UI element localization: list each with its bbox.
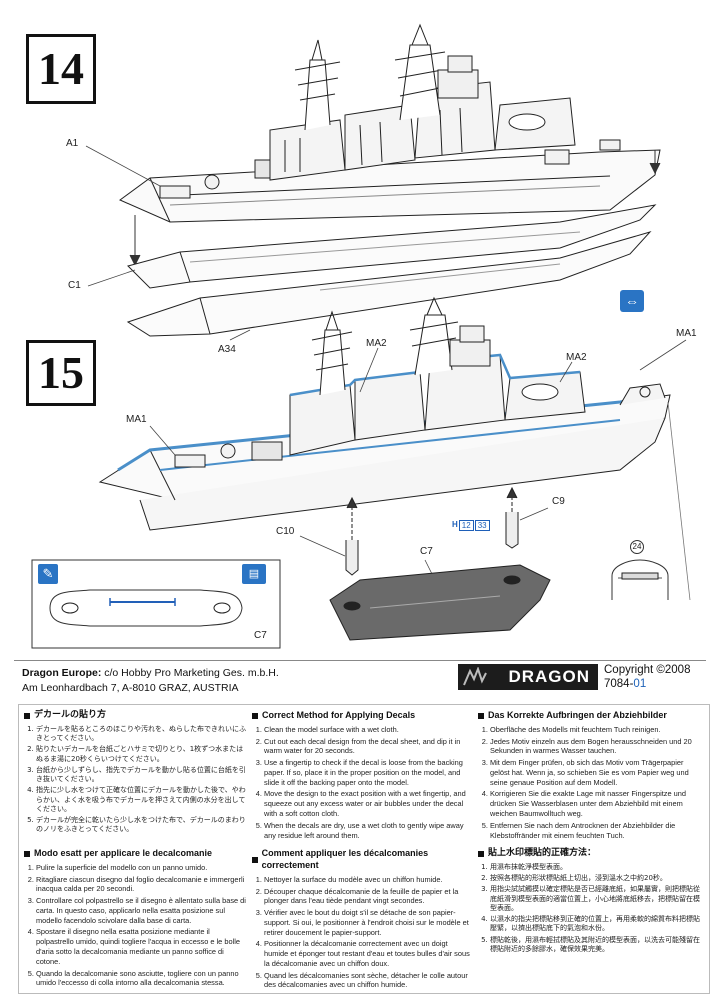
callout-ma1-left: MA1: [126, 414, 147, 425]
decal-sheet-icon: ▤: [242, 564, 266, 584]
hull-part-c1: [127, 204, 657, 289]
callout-c10: C10: [276, 526, 295, 537]
callout-c1: C1: [68, 280, 81, 291]
instructions-en-item: Clean the model surface with a wet cloth…: [264, 725, 472, 735]
instructions-zh-item: 用指尖試試觸摸以確定標貼是否已經離底紙，如果屬實，則把標貼從底紙滑到模型表面的適…: [490, 885, 704, 913]
instructions-it: Modo esatt per applicare le decalcomanie…: [24, 848, 246, 990]
brand-name: DRAGON: [508, 667, 590, 686]
callout-c9: C9: [552, 496, 565, 507]
instructions-zh-title: 貼上水印標貼的正確方法：: [488, 848, 597, 858]
instructions-fr-item: Nettoyer la surface du modèle avec un ch…: [264, 875, 472, 885]
instructions-jp-title: デカールの貼り方: [34, 710, 107, 720]
decal-reference: H 12 33: [452, 520, 490, 531]
instructions-jp-item: 貼りたいデカールを台紙ごとハサミで切りとり、1枚ずつ水またはぬるま湯に20秒くら…: [36, 745, 246, 763]
assembly-drawing: [31, 23, 691, 649]
decal-ref-prefix: H: [452, 520, 458, 529]
instructions-jp-item: 台紙から少しずらし、指先でデカールを動かし貼る位置に台紙を引き抜いてください。: [36, 766, 246, 784]
callout-a34: A34: [218, 344, 236, 355]
callout-decal-24: 24: [630, 540, 644, 554]
inset-base-decal: [31, 559, 281, 649]
instructions-zh-item: 按照各標貼的形狀標貼紙上切出，浸到溫水之中約20秒。: [490, 874, 704, 883]
instructions-fr: Comment appliquer les décalcomanies corr…: [252, 848, 472, 992]
instructions-de: Das Korrekte Aufbringen der Abziehbilder…: [478, 710, 704, 842]
copyright: Copyright ©2008 7084-01: [604, 664, 690, 690]
company-address: Dragon Europe: c/o Hobby Pro Marketing G…: [22, 666, 279, 696]
instructions-zh: 貼上水印標貼的正確方法： 用濕布抹乾淨模型表面。 按照各標貼的形狀標貼紙上切出，…: [478, 848, 704, 956]
company-name: Dragon Europe:: [22, 667, 102, 679]
company-line2: Am Leonhardbach 7, A-8010 GRAZ, AUSTRIA: [22, 682, 239, 695]
stand-posts: [345, 486, 519, 576]
dragon-claw-icon: [463, 667, 487, 686]
callout-c7-inset: C7: [254, 630, 267, 641]
instructions-en-item: Use a fingertip to check if the decal is…: [264, 758, 472, 787]
instructions-fr-item: Vérifier avec le bout du doigt s'il se d…: [264, 908, 472, 937]
instructions-jp: デカールの貼り方 デカールを貼るところのほこりや汚れを、ぬらした布できれいにふき…: [24, 710, 246, 836]
instructions-jp-item: デカールが完全に乾いたら少し水をつけた布で、デカールのまわりのノリをふきとってく…: [36, 816, 246, 834]
company-line1: c/o Hobby Pro Marketing Ges. m.b.H.: [101, 667, 279, 679]
instructions-jp-item: 指先に少し水をつけて正確な位置にデカールを動かした後で、やわらかい、よく水を吸う…: [36, 786, 246, 814]
instructions-it-item: Quando la decalcomanie sono asciutte, to…: [36, 969, 246, 989]
flip-over-icon: ⇔: [620, 290, 644, 312]
instructions-it-item: Ritagliare ciascun disegno dal foglio de…: [36, 875, 246, 895]
instructions-en-item: Cut out each decal design from the decal…: [264, 737, 472, 757]
callout-a1: A1: [66, 138, 79, 149]
instructions-jp-item: デカールを貼るところのほこりや汚れを、ぬらした布できれいにふきとってください。: [36, 725, 246, 743]
display-base-c7: [329, 564, 551, 641]
instructions-it-item: Pulire la superficie del modello con un …: [36, 863, 246, 873]
instructions-de-item: Mit dem Finger prüfen, ob sich das Motiv…: [490, 758, 704, 787]
kit-code: 7084-: [604, 678, 634, 690]
instructions-fr-item: Découper chaque décalcomanie de la feuil…: [264, 887, 472, 907]
dragon-logo: DRAGON: [458, 664, 598, 690]
instructions-en: Correct Method for Applying Decals Clean…: [252, 710, 472, 842]
instructions-de-item: Oberfläche des Modells mit feuchtem Tuch…: [490, 725, 704, 735]
instructions-it-item: Spostare il disegno nella esatta posizio…: [36, 927, 246, 966]
step15-hull: [98, 394, 671, 531]
decal-ref-b: 33: [474, 520, 490, 531]
instructions-zh-item: 以濕水的指尖把標貼移到正確的位置上，再用柔軟的綿質布料把標貼壓緊，以擠出標貼底下…: [490, 915, 704, 933]
callout-ma2-right: MA2: [566, 352, 587, 363]
instructions-fr-item: Quand les décalcomanies sont sèche, déta…: [264, 971, 472, 991]
instructions-de-item: Jedes Motiv einzeln aus dem Bogen heraus…: [490, 737, 704, 757]
instructions-de-title: Das Korrekte Aufbringen der Abziehbilder: [488, 710, 667, 720]
instructions-it-item: Controllare col polpastrello se il diseg…: [36, 896, 246, 925]
instructions-en-title: Correct Method for Applying Decals: [262, 710, 416, 720]
footer-divider: [14, 660, 706, 661]
instructions-en-item: When the decals are dry, use a wet cloth…: [264, 821, 472, 841]
callout-c7: C7: [420, 546, 433, 557]
step15-superstructure: [289, 296, 666, 456]
step14-superstructure: [269, 23, 576, 181]
instructions-fr-item: Positionner la décalcomanie correctement…: [264, 939, 472, 968]
step-number-14: 14: [26, 34, 96, 104]
callout-ma2-left: MA2: [366, 338, 387, 349]
instructions-fr-title: Comment appliquer les décalcomanies corr…: [261, 848, 429, 870]
instructions-en-item: Move the design to the exact position wi…: [264, 789, 472, 818]
instructions-zh-item: 用濕布抹乾淨模型表面。: [490, 863, 704, 872]
hull-part-a34: [126, 231, 652, 337]
instructions-it-title: Modo esatt per applicare le decalcomanie: [34, 848, 213, 858]
inset-nameplate: [611, 401, 691, 601]
step14-arrows: [129, 150, 661, 267]
step-number-15: 15: [26, 340, 96, 406]
kit-code-suffix: 01: [633, 678, 647, 690]
callout-ma1-right: MA1: [676, 328, 697, 339]
decal-ref-a: 12: [458, 520, 474, 531]
copyright-text: Copyright ©2008: [604, 664, 691, 676]
instructions-de-item: Korrigieren Sie die exakte Lage mit nass…: [490, 789, 704, 818]
decal-instructions-box: [18, 704, 710, 994]
instructions-zh-item: 標貼乾後，用濕布輕拭標貼及其附近的模型表面，以洗去可能殘留在標貼附近的多餘膠水，…: [490, 936, 704, 954]
glue-brush-icon: ✎: [38, 564, 58, 584]
instructions-de-item: Entfernen Sie nach dem Antrocknen der Ab…: [490, 821, 704, 841]
